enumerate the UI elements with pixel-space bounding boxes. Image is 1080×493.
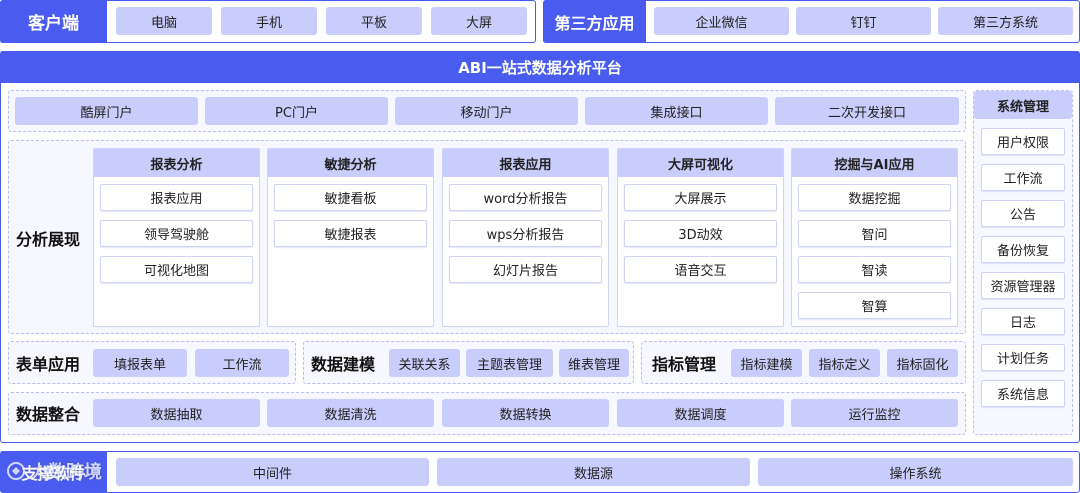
sys-scheduled-task[interactable]: 计划任务 xyxy=(981,344,1065,371)
watermark: 大数跨境 xyxy=(6,458,102,484)
third-party-item-wecom[interactable]: 企业微信 xyxy=(654,7,789,35)
card-title: 报表分析 xyxy=(94,149,259,177)
card-title: 敏捷分析 xyxy=(268,149,433,177)
item-agile-report[interactable]: 敏捷报表 xyxy=(274,220,427,247)
third-party-item-system[interactable]: 第三方系统 xyxy=(938,7,1073,35)
sys-user-permission[interactable]: 用户权限 xyxy=(981,128,1065,155)
sys-backup-restore[interactable]: 备份恢复 xyxy=(981,236,1065,263)
sys-workflow[interactable]: 工作流 xyxy=(981,164,1065,191)
watermark-text: 大数跨境 xyxy=(30,462,102,483)
item-agile-board[interactable]: 敏捷看板 xyxy=(274,184,427,211)
card-title: 报表应用 xyxy=(443,149,608,177)
metric-mgmt-label: 指标管理 xyxy=(652,355,717,374)
form-fill-button[interactable]: 填报表单 xyxy=(93,349,187,377)
support-middleware[interactable]: 中间件 xyxy=(116,458,429,486)
metric-modeling-button[interactable]: 指标建模 xyxy=(731,349,802,377)
dimension-table-button[interactable]: 维表管理 xyxy=(559,349,629,377)
data-extract-button[interactable]: 数据抽取 xyxy=(93,399,260,427)
client-item-bigscreen[interactable]: 大屏 xyxy=(431,7,527,35)
subject-table-button[interactable]: 主题表管理 xyxy=(466,349,553,377)
form-app-label: 表单应用 xyxy=(16,355,81,374)
item-smart-ask[interactable]: 智问 xyxy=(798,220,951,247)
item-leader-cockpit[interactable]: 领导驾驶舱 xyxy=(100,220,253,247)
card-title: 大屏可视化 xyxy=(618,149,783,177)
item-bigscreen-display[interactable]: 大屏展示 xyxy=(624,184,777,211)
third-party-label: 第三方应用 xyxy=(543,0,646,43)
sys-announcement[interactable]: 公告 xyxy=(981,200,1065,227)
analysis-label: 分析展现 xyxy=(16,230,81,249)
item-report-app[interactable]: 报表应用 xyxy=(100,184,253,211)
item-visual-map[interactable]: 可视化地图 xyxy=(100,256,253,283)
platform-title: ABI一站式数据分析平台 xyxy=(0,51,1080,83)
data-modeling-label: 数据建模 xyxy=(311,355,376,374)
item-smart-calc[interactable]: 智算 xyxy=(798,292,951,319)
item-wps-report[interactable]: wps分析报告 xyxy=(449,220,602,247)
system-mgmt-label: 系统管理 xyxy=(974,91,1072,119)
support-os[interactable]: 操作系统 xyxy=(758,458,1073,486)
item-slide-report[interactable]: 幻灯片报告 xyxy=(449,256,602,283)
relation-button[interactable]: 关联关系 xyxy=(389,349,460,377)
item-word-report[interactable]: word分析报告 xyxy=(449,184,602,211)
data-schedule-button[interactable]: 数据调度 xyxy=(617,399,784,427)
item-smart-read[interactable]: 智读 xyxy=(798,256,951,283)
portal-pc[interactable]: PC门户 xyxy=(205,97,388,125)
card-title: 挖掘与AI应用 xyxy=(792,149,957,177)
run-monitor-button[interactable]: 运行监控 xyxy=(791,399,958,427)
client-item-mobile[interactable]: 手机 xyxy=(221,7,317,35)
third-party-item-dingtalk[interactable]: 钉钉 xyxy=(796,7,931,35)
item-data-mining[interactable]: 数据挖掘 xyxy=(798,184,951,211)
portal-integration-api[interactable]: 集成接口 xyxy=(585,97,768,125)
metric-solidify-button[interactable]: 指标固化 xyxy=(887,349,958,377)
metric-definition-button[interactable]: 指标定义 xyxy=(809,349,880,377)
data-transform-button[interactable]: 数据转换 xyxy=(442,399,609,427)
item-voice-interaction[interactable]: 语音交互 xyxy=(624,256,777,283)
portal-cool-screen[interactable]: 酷屏门户 xyxy=(15,97,198,125)
item-3d-effects[interactable]: 3D动效 xyxy=(624,220,777,247)
client-label: 客户端 xyxy=(0,0,107,43)
sys-log[interactable]: 日志 xyxy=(981,308,1065,335)
data-integration-label: 数据整合 xyxy=(16,405,81,424)
client-item-pc[interactable]: 电脑 xyxy=(116,7,212,35)
portal-mobile[interactable]: 移动门户 xyxy=(395,97,578,125)
sys-resource-manager[interactable]: 资源管理器 xyxy=(981,272,1065,299)
form-workflow-button[interactable]: 工作流 xyxy=(195,349,289,377)
support-datasource[interactable]: 数据源 xyxy=(437,458,750,486)
portal-dev-api[interactable]: 二次开发接口 xyxy=(775,97,959,125)
watermark-logo-icon xyxy=(7,462,25,480)
client-item-tablet[interactable]: 平板 xyxy=(326,7,422,35)
sys-system-info[interactable]: 系统信息 xyxy=(981,380,1065,407)
data-clean-button[interactable]: 数据清洗 xyxy=(267,399,434,427)
